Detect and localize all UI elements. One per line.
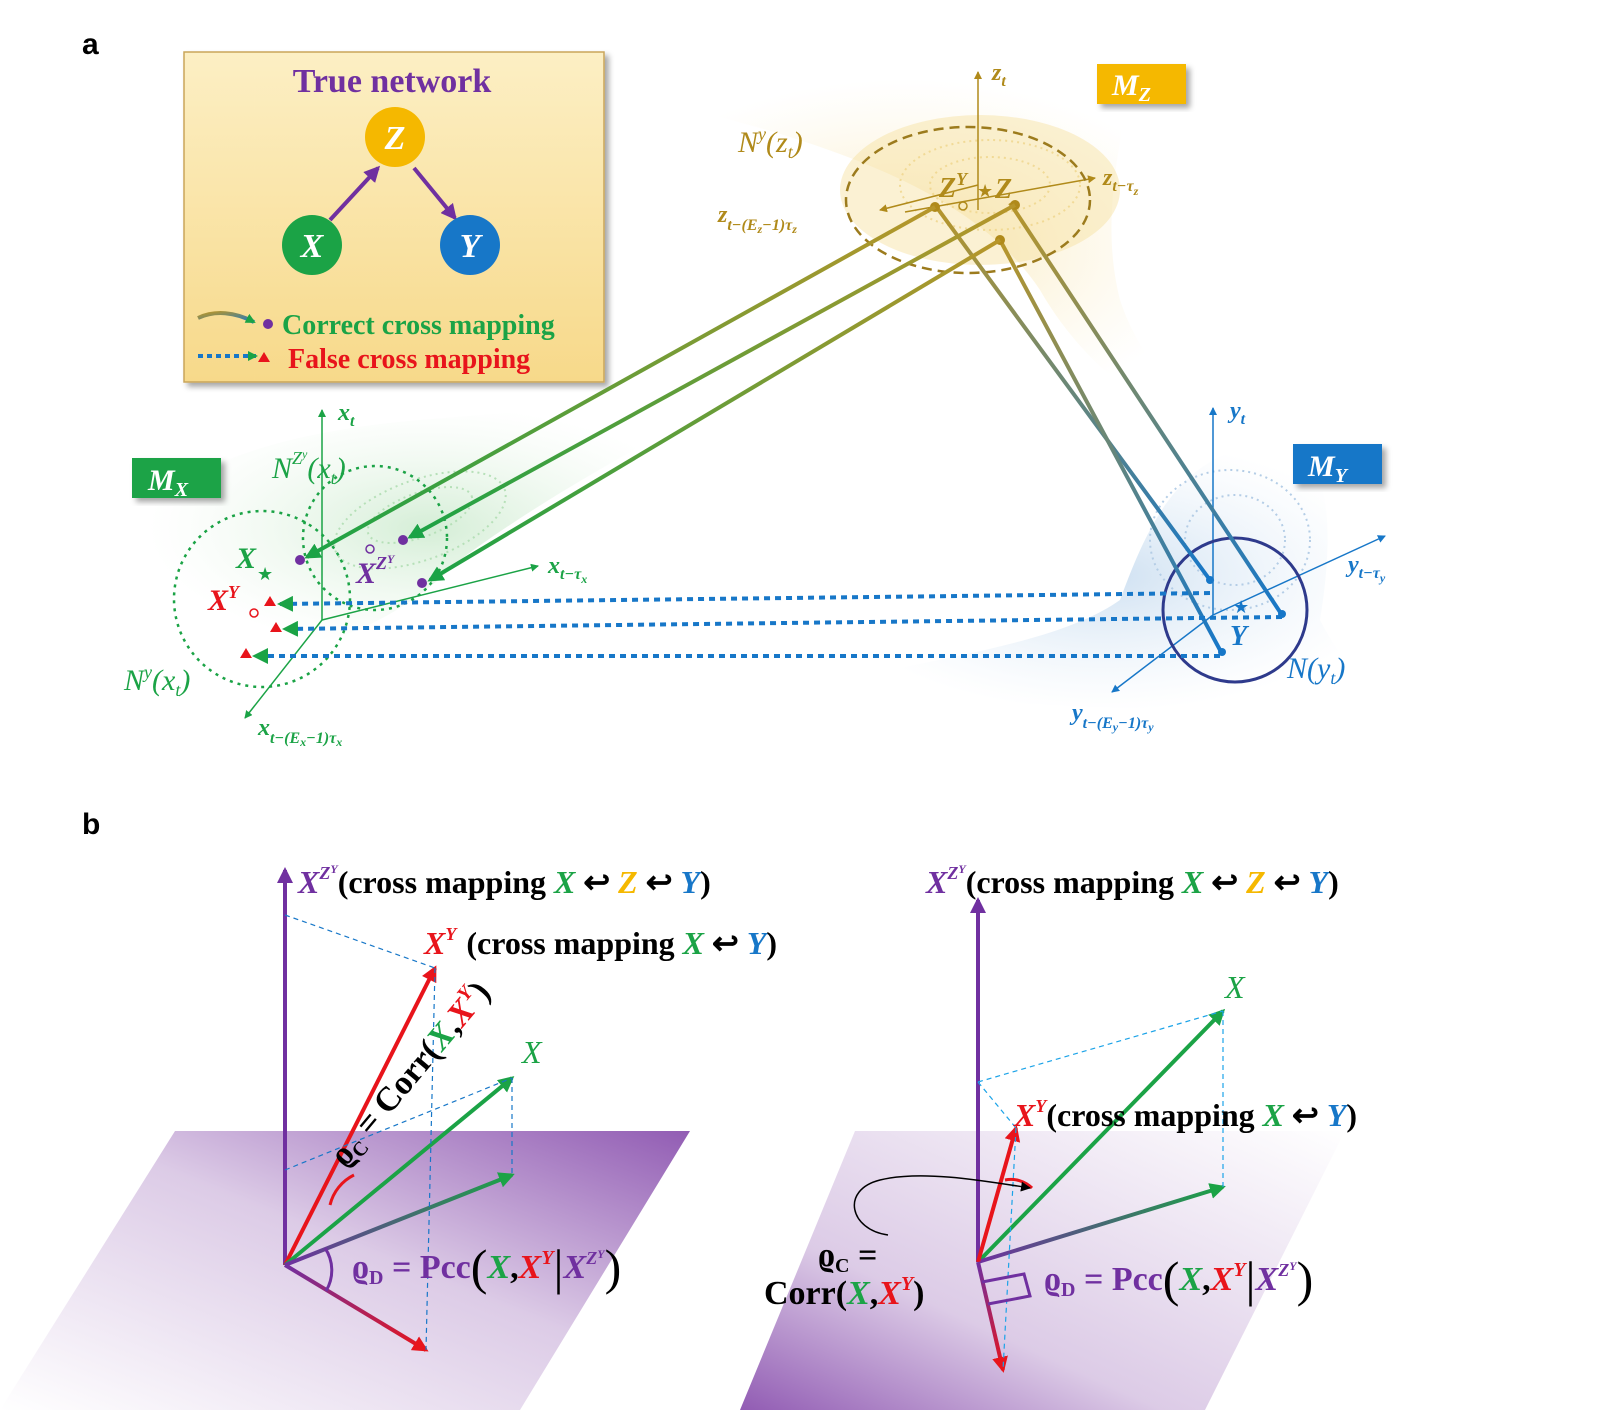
label-mx: MX [132, 458, 221, 501]
svg-text:MY: MY [1307, 450, 1349, 487]
legend-title: True network [293, 63, 492, 100]
x-hat-y-marker [249, 608, 259, 618]
correct-mapping-arrows [304, 200, 1286, 656]
false-point-3 [240, 648, 252, 658]
legend-false-triangle [258, 352, 270, 362]
axis-x-emb: xt−(Ex−1)τx [257, 715, 342, 749]
panel-b-right [740, 897, 1345, 1410]
legend-correct-label: Correct cross mapping [282, 310, 555, 341]
plane-right [740, 1131, 1345, 1410]
node-z-label: Z [384, 120, 406, 157]
panel-label-a: a [82, 28, 99, 61]
x-hat-zy-marker [365, 544, 375, 554]
neighborhood-z [844, 125, 1092, 275]
z-hat-marker [958, 201, 968, 211]
label-x-hat-zy: XZY [355, 552, 396, 590]
vec-xhat-y-left [283, 965, 437, 1266]
node-y [440, 215, 500, 275]
manifold-y-cloud [820, 440, 1390, 712]
angle-rho-c-left [328, 1173, 355, 1206]
right-rho-d: ϱD = Pcc(X,XY|XZY) [1044, 1251, 1313, 1307]
axis-z-lag: zt−τz [1102, 165, 1139, 198]
node-z [365, 107, 425, 167]
panel-b-left [0, 867, 690, 1410]
label-ny-zt: Ny(zt) [737, 124, 803, 162]
label-x: X [235, 542, 257, 575]
label-nzy-xt: NZy(xt) [271, 447, 346, 488]
angle-rho-d-left [323, 1247, 334, 1292]
right-top-label: XZY(cross mapping X ↩ Z ↩ Y) [925, 862, 1339, 900]
axis-y-lag: yt−τy [1345, 552, 1386, 585]
legend-correct-dot [263, 319, 273, 329]
svg-text:MZ: MZ [1111, 69, 1151, 106]
axis-y-emb: yt−(Ey−1)τy [1069, 700, 1154, 734]
vec-x-proj-right [977, 1183, 1226, 1264]
vec-x-proj-left [284, 1172, 515, 1267]
legend-false-label: False cross mapping [288, 344, 530, 375]
axis-z-t: zt [991, 60, 1006, 90]
axis-x-lag: xt−τx [547, 553, 587, 586]
false-point-2 [270, 622, 282, 632]
label-mz: MZ [1097, 64, 1186, 106]
left-top-label: XZY(cross mapping X ↩ Z ↩ Y) [297, 862, 711, 900]
label-my: MY [1293, 444, 1382, 487]
right-x-label: X [1223, 969, 1246, 1005]
vec-xhat-y-proj-left [283, 1263, 429, 1352]
axis-x-t: xt [337, 400, 355, 430]
panel-label-b: b [82, 808, 101, 841]
label-n-yt: N(yt) [1286, 652, 1345, 688]
node-x [282, 215, 342, 275]
x-point-1 [295, 555, 305, 565]
false-mapping-arrows [252, 591, 1283, 664]
axis-y-t: yt [1227, 398, 1246, 428]
callout-arrow [853, 1175, 1031, 1236]
projection-lines-right [977, 1010, 1224, 1371]
svg-text:MX: MX [147, 464, 189, 501]
false-point-1 [264, 596, 276, 606]
neighborhood-x-zy [301, 464, 449, 612]
label-y: Y [1230, 621, 1250, 652]
vec-x-right [976, 1008, 1226, 1264]
edge-z-to-y [412, 166, 457, 221]
right-corr: Corr(X,XY) [764, 1273, 924, 1312]
vec-xhat-y-proj-right [976, 1261, 1008, 1373]
label-x-hat-y: XY [207, 582, 241, 617]
node-y-label: Y [460, 228, 484, 265]
label-z-hat: ZY [938, 169, 969, 204]
legend-box: True network Z X Y Correct cross mapping… [183, 51, 605, 383]
projection-lines-left [284, 914, 513, 1351]
z-star-icon: ★ [977, 181, 993, 201]
axes-x [244, 409, 539, 719]
y-star-icon: ★ [1233, 597, 1249, 617]
label-ny-xt: Ny(xt) [123, 662, 190, 700]
x-star-icon: ★ [257, 564, 273, 584]
edge-x-to-z [328, 165, 381, 222]
legend-correct-arrow [197, 311, 256, 324]
plane-left [0, 1131, 690, 1410]
node-x-label: X [300, 228, 325, 265]
neighborhood-y [1161, 536, 1309, 684]
left-xhat-label: XY(cross mapping X ↩ Y) [423, 924, 777, 961]
x-point-2 [398, 535, 408, 545]
left-x-label: X [520, 1034, 543, 1070]
label-z: Z [994, 174, 1012, 205]
neighborhood-x-y [172, 509, 352, 689]
vec-xhat-y-right [976, 1125, 1021, 1263]
x-point-3 [417, 578, 427, 588]
axis-z-emb: zt−(Ez−1)τz [717, 202, 797, 236]
right-xhat-label: XY(cross mapping X ↩ Y) [1013, 1096, 1357, 1133]
right-angle-marker [981, 1272, 1032, 1306]
left-rho-d: ϱD = Pcc(X,XY|XZY) [352, 1239, 621, 1295]
vec-x-left [283, 1076, 515, 1267]
manifold-z-cloud [600, 79, 1210, 420]
right-rho-c: ϱC = [818, 1237, 877, 1277]
